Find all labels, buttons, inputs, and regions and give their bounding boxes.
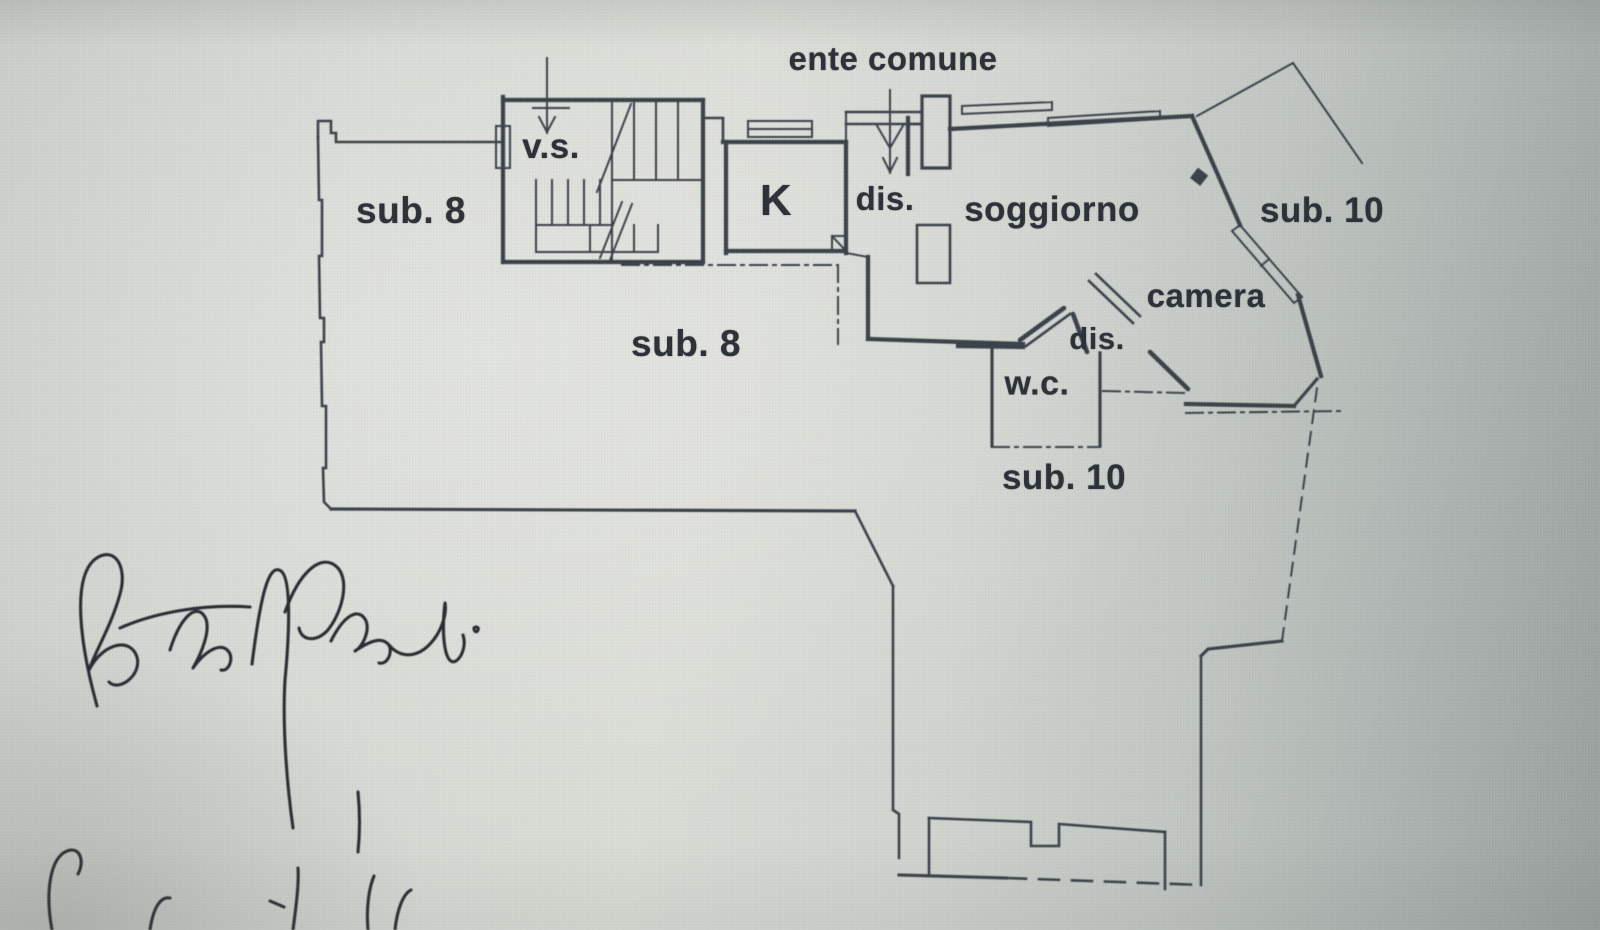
living-room-walls [844,100,1324,379]
label-dis-lower: dis. [1069,321,1125,356]
benchmark-arrow-icon-2 [874,89,906,174]
label-sub10-lower: sub. 10 [1001,458,1127,497]
label-sub10-right: sub. 10 [1259,191,1385,230]
staircase [535,102,704,263]
sub8-boundary-dashdot [621,264,839,345]
label-wc: w.c. [1004,364,1070,403]
label-sub8-central: sub. 8 [631,323,741,364]
door-leaves [1017,272,1191,392]
camera-room [1183,376,1344,415]
pillar-shaft [915,94,952,285]
terrace-outline [927,816,1167,891]
label-sub8-upper: sub. 8 [356,190,466,231]
handwritten-signature [79,553,480,830]
label-kitchen: K [759,176,793,225]
kitchen-room [701,116,849,256]
label-dis-upper: dis. [855,180,915,217]
roof-corner-lines [1195,61,1364,165]
label-ente-comune: ente comune [788,40,998,77]
label-vs: v.s. [522,127,580,166]
label-soggiorno: soggiorno [964,190,1140,229]
outer-boundary [316,119,1320,887]
handwritten-signature-2 [47,790,413,930]
label-camera: camera [1146,277,1266,314]
benchmark-arrow-icon [532,57,570,134]
wc-room [955,343,1186,448]
